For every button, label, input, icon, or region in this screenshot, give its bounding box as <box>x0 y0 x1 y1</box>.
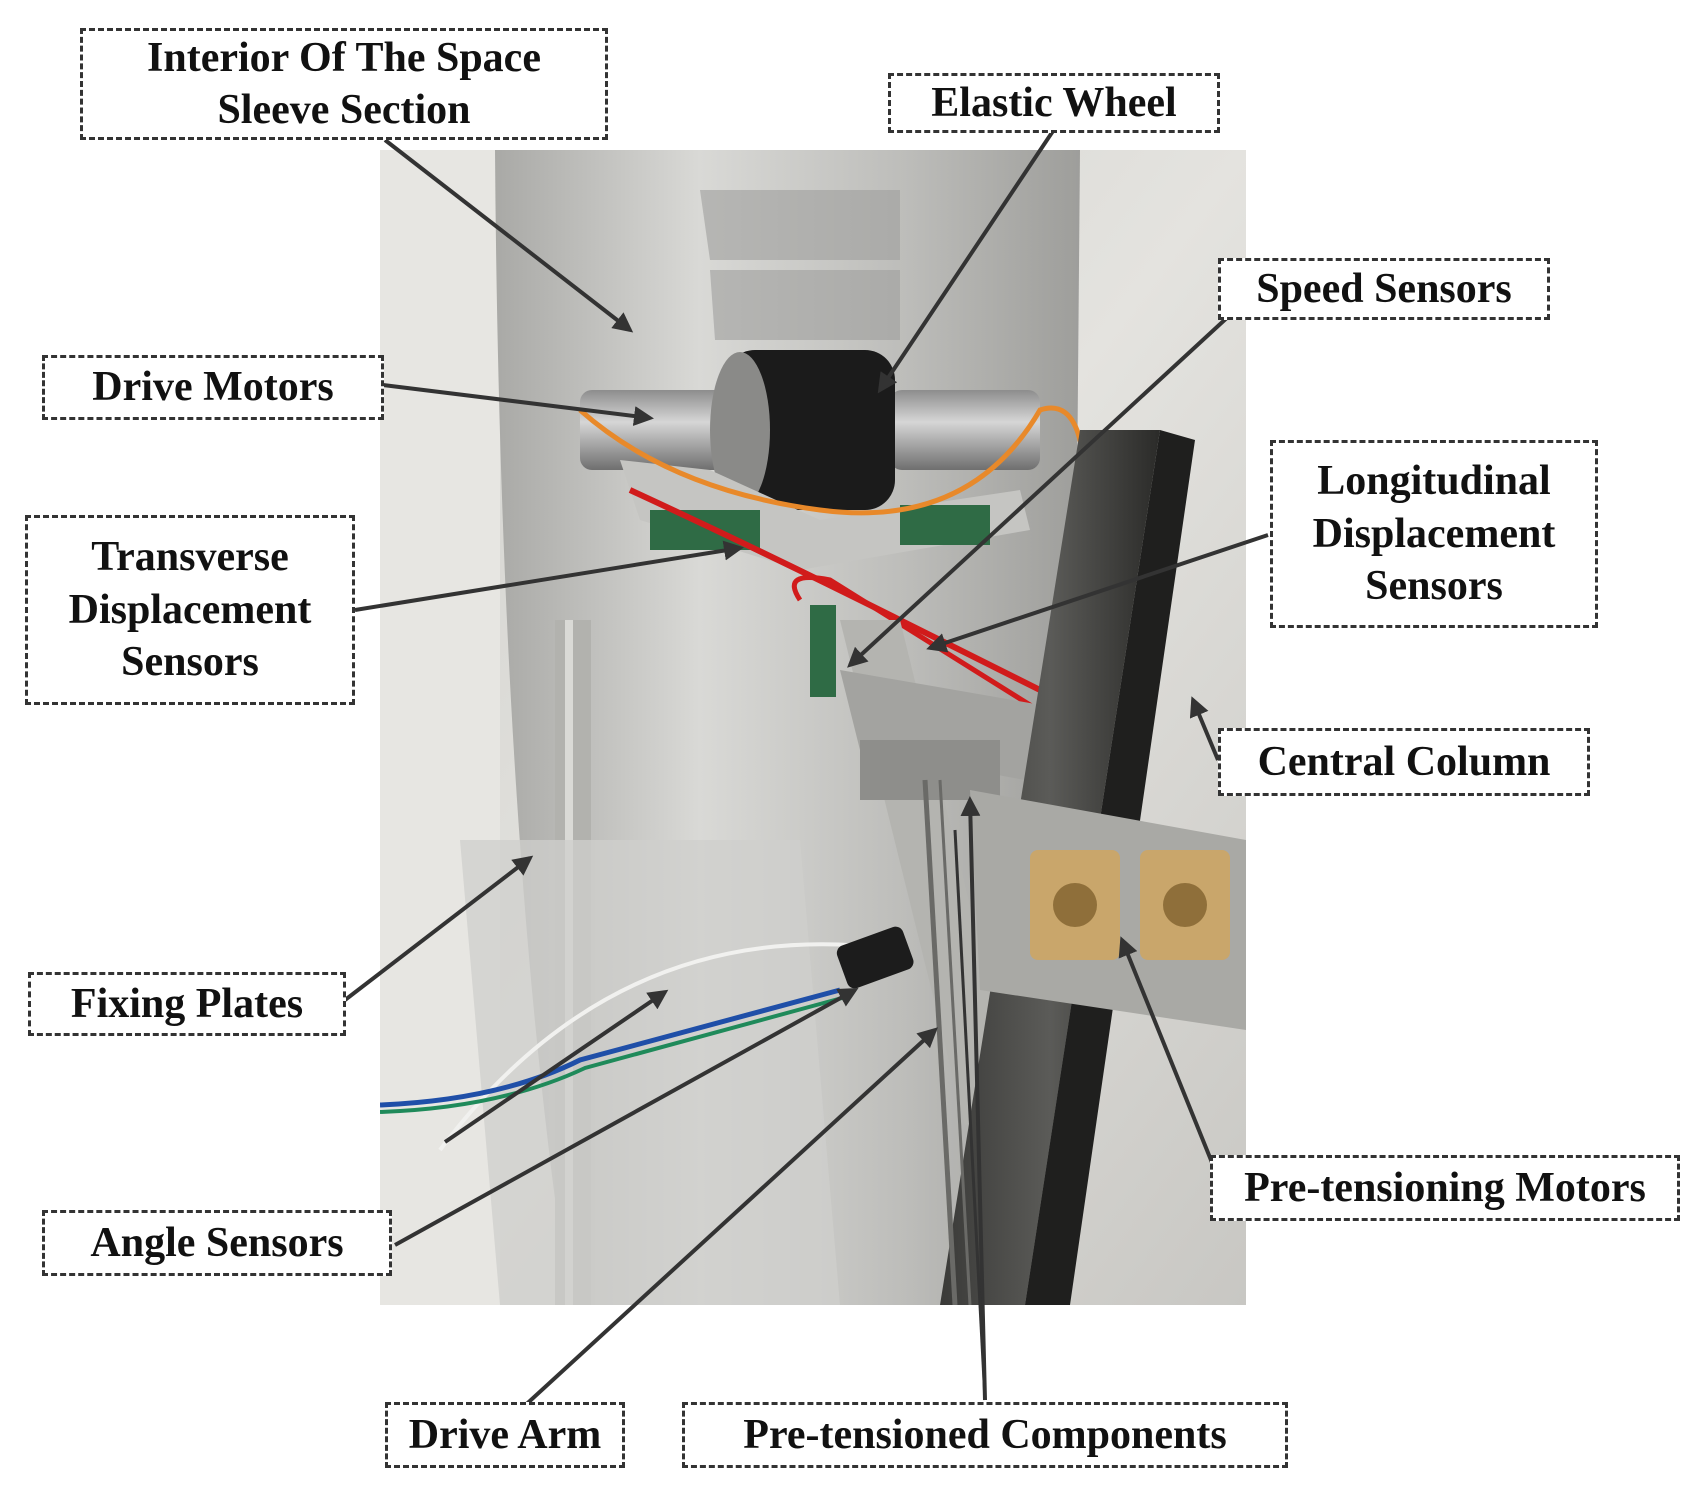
label-line: Longitudinal <box>1317 458 1551 505</box>
elastic-wheel-face <box>710 352 770 508</box>
label-elastic-wheel: Elastic Wheel <box>888 73 1220 133</box>
lower-plate <box>460 840 840 1305</box>
label-speed-sensors: Speed Sensors <box>1218 258 1550 320</box>
label-line: Interior Of The Space <box>147 34 541 81</box>
motor-gear-2 <box>1163 883 1207 927</box>
label-line: Displacement <box>68 586 312 633</box>
label-drive-arm: Drive Arm <box>385 1402 625 1468</box>
label-line: Fixing Plates <box>70 980 304 1027</box>
label-central-column: Central Column <box>1218 728 1590 796</box>
label-line: Elastic Wheel <box>931 79 1177 126</box>
label-transverse-displacement: Transverse Displacement Sensors <box>25 515 355 705</box>
motor-right <box>890 390 1040 470</box>
left-wall <box>380 150 500 1305</box>
label-line: Sensors <box>121 639 259 686</box>
label-line: Drive Motors <box>92 364 334 411</box>
label-line: Transverse <box>91 534 289 581</box>
label-line: Pre-tensioning Motors <box>1244 1164 1646 1211</box>
angle-sensor-body <box>836 926 914 989</box>
label-interior-sleeve: Interior Of The Space Sleeve Section <box>80 28 608 140</box>
label-pretensioning-motors: Pre-tensioning Motors <box>1210 1155 1680 1221</box>
label-pretensioned-components: Pre-tensioned Components <box>682 1402 1288 1468</box>
pretension-cap <box>860 740 1000 800</box>
test-rig-photo <box>380 150 1246 1305</box>
label-line: Central Column <box>1257 738 1551 785</box>
label-line: Sensors <box>1365 563 1503 610</box>
label-line: Sleeve Section <box>217 87 471 133</box>
tension-rod-1 <box>922 779 958 1305</box>
test-rig-illustration <box>380 150 1246 1305</box>
motor-gear-1 <box>1053 883 1097 927</box>
label-line: Speed Sensors <box>1256 265 1512 312</box>
label-line: Drive Arm <box>408 1411 602 1458</box>
label-drive-motors: Drive Motors <box>42 355 384 420</box>
sleeve-slots <box>700 190 900 340</box>
label-line: Angle Sensors <box>90 1219 344 1266</box>
pretension-block <box>840 670 1080 790</box>
pcb-right <box>900 505 990 545</box>
label-angle-sensors: Angle Sensors <box>42 1210 392 1276</box>
wire-red-2 <box>791 575 1072 733</box>
label-fixing-plates: Fixing Plates <box>28 972 346 1036</box>
label-line: Pre-tensioned Components <box>743 1411 1227 1458</box>
label-line: Displacement <box>1312 510 1556 557</box>
label-longitudinal-displacement: Longitudinal Displacement Sensors <box>1270 440 1598 628</box>
pcb-angle <box>810 605 836 697</box>
